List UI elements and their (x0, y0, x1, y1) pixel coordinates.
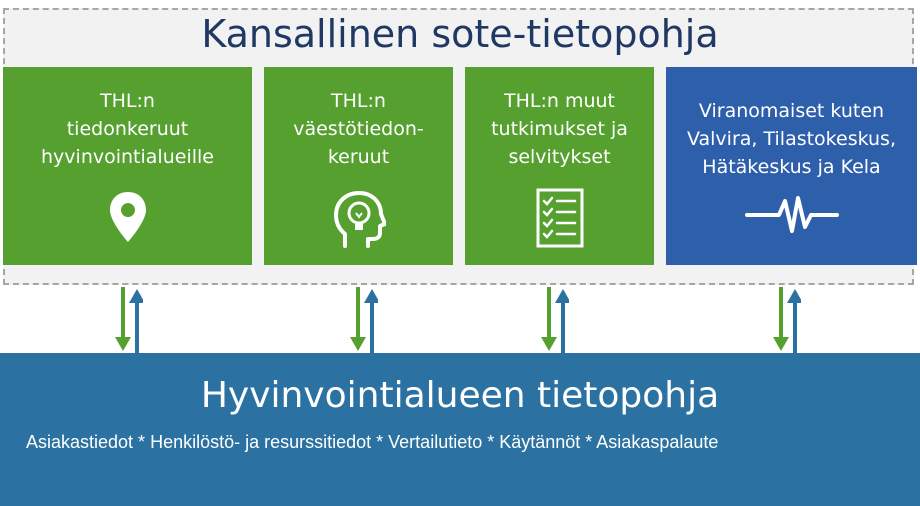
box-label: THL:n tiedonkeruut hyvinvointialueille (41, 90, 214, 168)
box-authorities: Viranomaiset kuten Valvira, Tilastokesku… (666, 67, 917, 265)
box-thl-population-surveys: THL:n väestötiedon- keruut (264, 67, 453, 265)
regional-data-title: Hyvinvointialueen tietopohja (200, 375, 720, 416)
data-flow-arrows (773, 287, 803, 353)
location-pin-icon (3, 191, 252, 243)
box-thl-data-collections: THL:n tiedonkeruut hyvinvointialueille (3, 67, 252, 265)
regional-data-band: Hyvinvointialueen tietopohja Asiakastied… (0, 353, 920, 506)
box-label: THL:n muut tutkimukset ja selvitykset (491, 90, 628, 168)
regional-data-subtitle: Asiakastiedot * Henkilöstö- ja resurssit… (26, 432, 719, 452)
checklist-icon (465, 187, 654, 249)
pulse-line-icon (666, 193, 917, 237)
data-flow-arrows (541, 287, 571, 353)
data-flow-arrows (350, 287, 380, 353)
data-flow-arrows (115, 287, 145, 353)
national-data-title: Kansallinen sote-tietopohja (201, 12, 719, 56)
box-thl-other-studies: THL:n muut tutkimukset ja selvitykset (465, 67, 654, 265)
box-label: THL:n väestötiedon- keruut (293, 90, 424, 168)
box-label: Viranomaiset kuten Valvira, Tilastokesku… (686, 100, 896, 178)
head-lightbulb-icon (264, 189, 453, 249)
